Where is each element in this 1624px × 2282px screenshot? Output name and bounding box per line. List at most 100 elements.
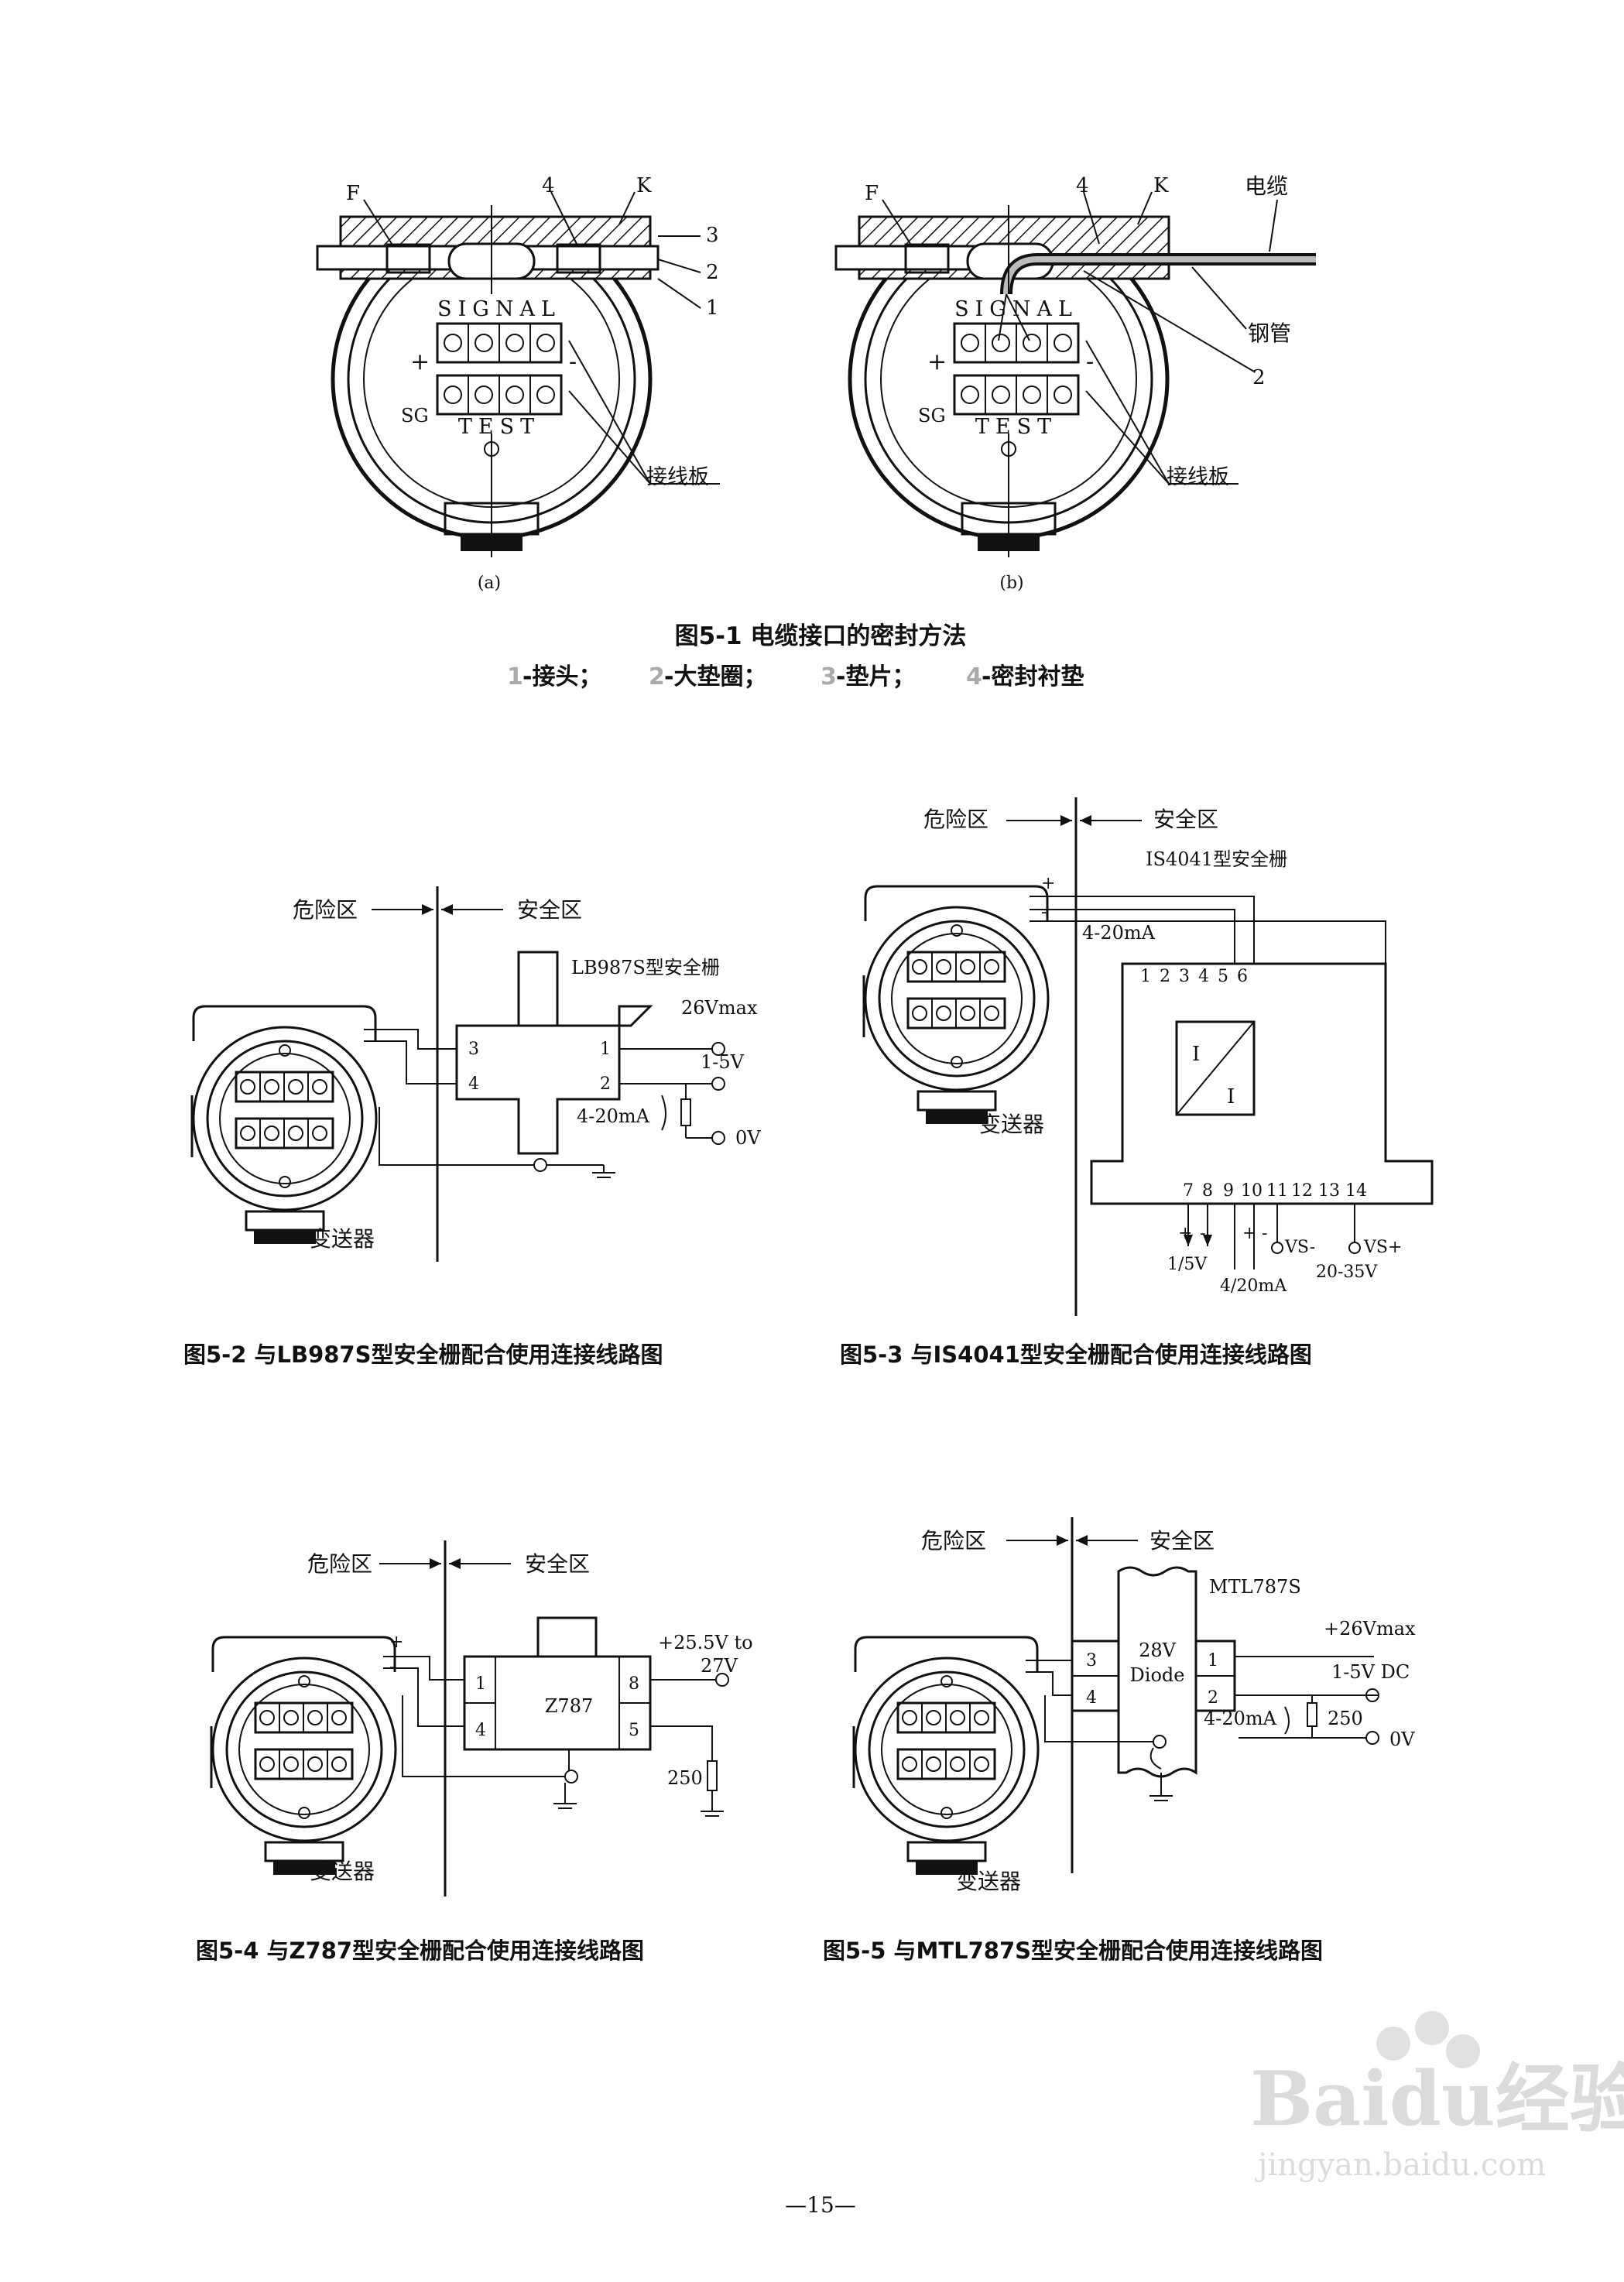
legend-text-2: -大垫圈； [664,663,766,690]
callout-2: 2 [706,261,719,284]
pin-4: 4 [1086,1688,1097,1708]
current-label: 4-20mA [1204,1708,1277,1729]
figure-5-3-caption: 图5-3 与IS4041型安全栅配合使用连接线路图 [840,1341,1312,1368]
danger-zone-label: 危险区 [307,1551,372,1577]
pin-8: 8 [629,1674,639,1694]
callout-1: 1 [706,296,719,320]
current-label: 4-20mA [1082,922,1156,944]
supply-line-2: 27V [701,1655,738,1677]
diode-label: Diode [1130,1664,1185,1686]
bottom-pin-12: 12 [1291,1181,1313,1201]
pin-2: 2 [1208,1688,1218,1708]
top-pin-6: 6 [1237,967,1248,986]
figure-5-1b: F 4 K 2 电缆 钢管 SIGNAL TEST + - SG 接线板 (b) [834,173,1316,593]
pin-2: 2 [600,1074,611,1094]
plus-sign: + [1041,874,1055,893]
panel-label-a: (a) [478,574,501,593]
barrier-label: LB987S型安全栅 [571,957,720,978]
cable-label: 电缆 [1245,173,1288,199]
supply-line-1: +25.5V to [658,1632,753,1653]
barrier-label: MTL787S [1209,1576,1301,1598]
callout-3: 3 [706,224,719,247]
baidu-watermark: Baidu经验 jingyan.baidu.com [1250,2011,1624,2183]
figure-5-1-legend: 1 -接头； 2 -大垫圈； 3 -垫片； 4 -密封衬垫 [507,663,1084,690]
isolator-block [1175,1020,1256,1116]
transmitter-icon [852,1636,1040,1876]
minus-sign: - [569,348,577,375]
barrier-label: IS4041型安全栅 [1146,848,1287,870]
transmitter-label: 变送器 [979,1112,1044,1137]
bottom-pin-13: 13 [1318,1181,1340,1201]
barrier-label: Z787 [545,1695,593,1717]
figure-5-4: 危险区 安全区 变送器 + - Z787 1 4 8 5 +25.5V to 2… [210,1540,753,1897]
isolator-out: I [1227,1085,1235,1108]
safe-zone-label: 安全区 [525,1551,590,1577]
pin-3: 3 [1086,1651,1097,1670]
figure-5-1a: F 4 K 3 2 1 SIGNAL TEST + - SG 接线板 (a) [316,174,720,593]
pin-1: 1 [475,1674,486,1694]
test-label: TEST [975,415,1057,439]
sg-label: SG [918,405,946,427]
figure-5-4-caption: 图5-4 与Z787型安全栅配合使用连接线路图 [196,1938,644,1964]
transmitter-label: 变送器 [310,1859,375,1884]
minus-sign: - [1041,903,1047,922]
pin-1: 1 [1208,1651,1218,1670]
legend-num-4: 4 [966,663,982,690]
figure-5-5-caption: 图5-5 与MTL787S型安全栅配合使用连接线路图 [823,1938,1323,1964]
transmitter-icon [210,1636,397,1876]
watermark-brand: Baidu经验 [1250,2055,1624,2143]
signal-label: SIGNAL [954,297,1078,321]
voltage-range: 1-5V [701,1051,745,1073]
housing-drawing-a [316,191,720,557]
legend-text-4: -密封衬垫 [982,663,1084,690]
zero-volt: 0V [1389,1729,1415,1750]
watermark-url: jingyan.baidu.com [1255,2147,1546,2183]
bottom-pin-9: 9 [1223,1181,1234,1201]
supply-voltage: 20-35V [1316,1263,1378,1282]
plus-sign: + [389,1633,403,1652]
bottom-pin-11: 11 [1266,1181,1288,1201]
bottom-pin-7: 7 [1183,1181,1194,1201]
figure-5-2-caption: 图5-2 与LB987S型安全栅配合使用连接线路图 [183,1341,663,1368]
safe-zone-label: 安全区 [1149,1528,1215,1554]
diode-voltage: 28V [1139,1640,1177,1661]
current-label: 4-20mA [577,1105,650,1127]
isolator-in: I [1192,1043,1200,1066]
voltage-dc: 1-5V DC [1331,1661,1410,1683]
voltage-max: +26Vmax [1324,1618,1416,1640]
pin-4: 4 [475,1721,486,1740]
plus-sign: + [927,348,947,375]
signal-label: SIGNAL [437,297,561,321]
top-pin-2: 2 [1160,967,1170,986]
barrier-block [455,1005,653,1155]
top-pin-3: 3 [1179,967,1190,986]
transmitter-label: 变送器 [956,1869,1021,1894]
steel-pipe-label: 钢管 [1248,320,1291,346]
legend-text-3: -垫片； [836,663,915,690]
output-current: 4/20mA [1220,1276,1287,1296]
safe-zone-label: 安全区 [517,897,582,923]
page-number: —15— [785,2192,856,2218]
danger-zone-label: 危险区 [293,897,358,923]
legend-text-1: -接头； [522,663,601,690]
voltage-max: 26Vmax [681,997,758,1019]
out-minus-2: - [1262,1224,1267,1243]
bottom-pin-8: 8 [1202,1181,1213,1201]
out-plus-2: + [1242,1224,1256,1243]
callout-f: F [346,182,360,205]
top-pin-1: 1 [1140,967,1151,986]
callout-2: 2 [1252,366,1266,389]
top-pin-4: 4 [1198,967,1209,986]
transmitter-icon [862,885,1050,1126]
vs-minus: VS- [1284,1238,1315,1257]
figure-5-5: 危险区 安全区 MTL787S 变送器 28V Diode 3 4 1 2 +2… [852,1517,1416,1894]
callout-f: F [865,182,879,205]
board-label: 接线板 [646,465,709,489]
zero-volt: 0V [735,1127,761,1149]
resistor-value: 250 [1328,1708,1363,1729]
out-plus: + [1178,1224,1192,1243]
out-minus: - [1200,1224,1205,1243]
panel-label-b: (b) [999,574,1023,593]
danger-zone-label: 危险区 [921,1528,986,1554]
minus-sign: - [1086,348,1094,375]
